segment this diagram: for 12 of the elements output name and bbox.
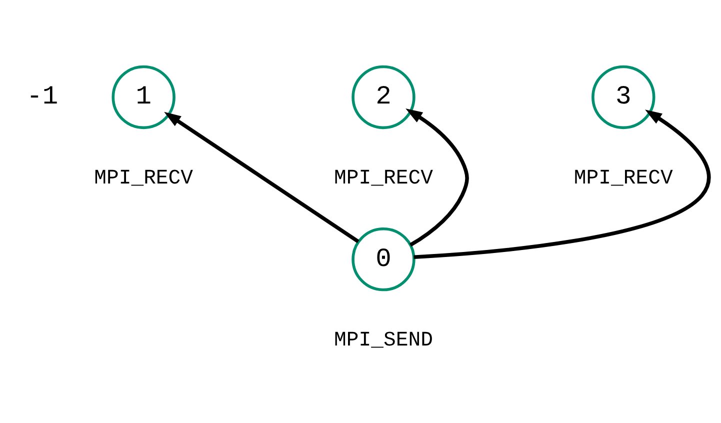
node-circle: 2 — [352, 64, 416, 129]
node-label: MPI_RECV — [94, 167, 194, 190]
label: -1 — [26, 81, 58, 112]
node-label: MPI_RECV — [334, 167, 433, 190]
node-circle: 1 — [112, 64, 176, 129]
node-label: MPI_SEND — [334, 329, 433, 352]
arrow — [406, 108, 469, 246]
arrow — [414, 109, 711, 258]
node-circle: 0 — [352, 226, 416, 291]
node-label: MPI_RECV — [574, 167, 673, 190]
node-circle: 3 — [592, 64, 656, 129]
arrow — [164, 111, 360, 243]
